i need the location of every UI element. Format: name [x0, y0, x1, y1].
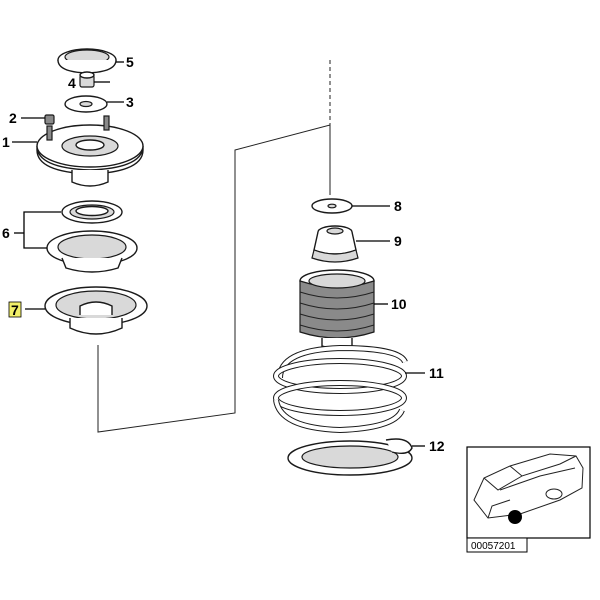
reference-inset: 00057201 — [466, 446, 591, 553]
part-9-bump-stop[interactable] — [311, 225, 359, 263]
part-11-coil-spring[interactable] — [273, 344, 408, 434]
part-10-bellows[interactable] — [299, 269, 375, 349]
reference-code: 00057201 — [471, 541, 516, 552]
part-8-washer[interactable] — [311, 198, 353, 214]
callout-4: 4 — [68, 75, 76, 91]
callout-10: 10 — [391, 296, 407, 312]
part-3-washer[interactable] — [64, 95, 108, 113]
part-6-bearing-upper[interactable] — [61, 200, 123, 224]
part-1-strut-mount[interactable] — [36, 115, 144, 187]
callout-2: 2 — [9, 110, 17, 126]
callout-3: 3 — [126, 94, 134, 110]
location-marker — [508, 510, 522, 524]
part-12-spring-pad[interactable] — [287, 438, 413, 476]
callout-9: 9 — [394, 233, 402, 249]
part-5-dust-cap[interactable] — [57, 48, 117, 74]
leader-lines — [12, 61, 425, 447]
assembly-guide-lines — [97, 60, 331, 433]
callouts: 5 4 3 2 1 6 7 8 9 10 11 12 — [2, 54, 445, 454]
part-2-nut[interactable] — [44, 114, 55, 125]
callout-7: 7 — [11, 302, 19, 318]
callout-12: 12 — [429, 438, 445, 454]
callout-5: 5 — [126, 54, 134, 70]
part-7-spring-seat[interactable] — [44, 286, 148, 335]
callout-7-highlight — [8, 301, 22, 318]
callout-1: 1 — [2, 134, 10, 150]
part-6-bearing-lower[interactable] — [46, 230, 138, 273]
part-4-nut[interactable] — [79, 71, 95, 88]
callout-6: 6 — [2, 225, 10, 241]
callout-11: 11 — [429, 365, 444, 381]
callout-8: 8 — [394, 198, 402, 214]
